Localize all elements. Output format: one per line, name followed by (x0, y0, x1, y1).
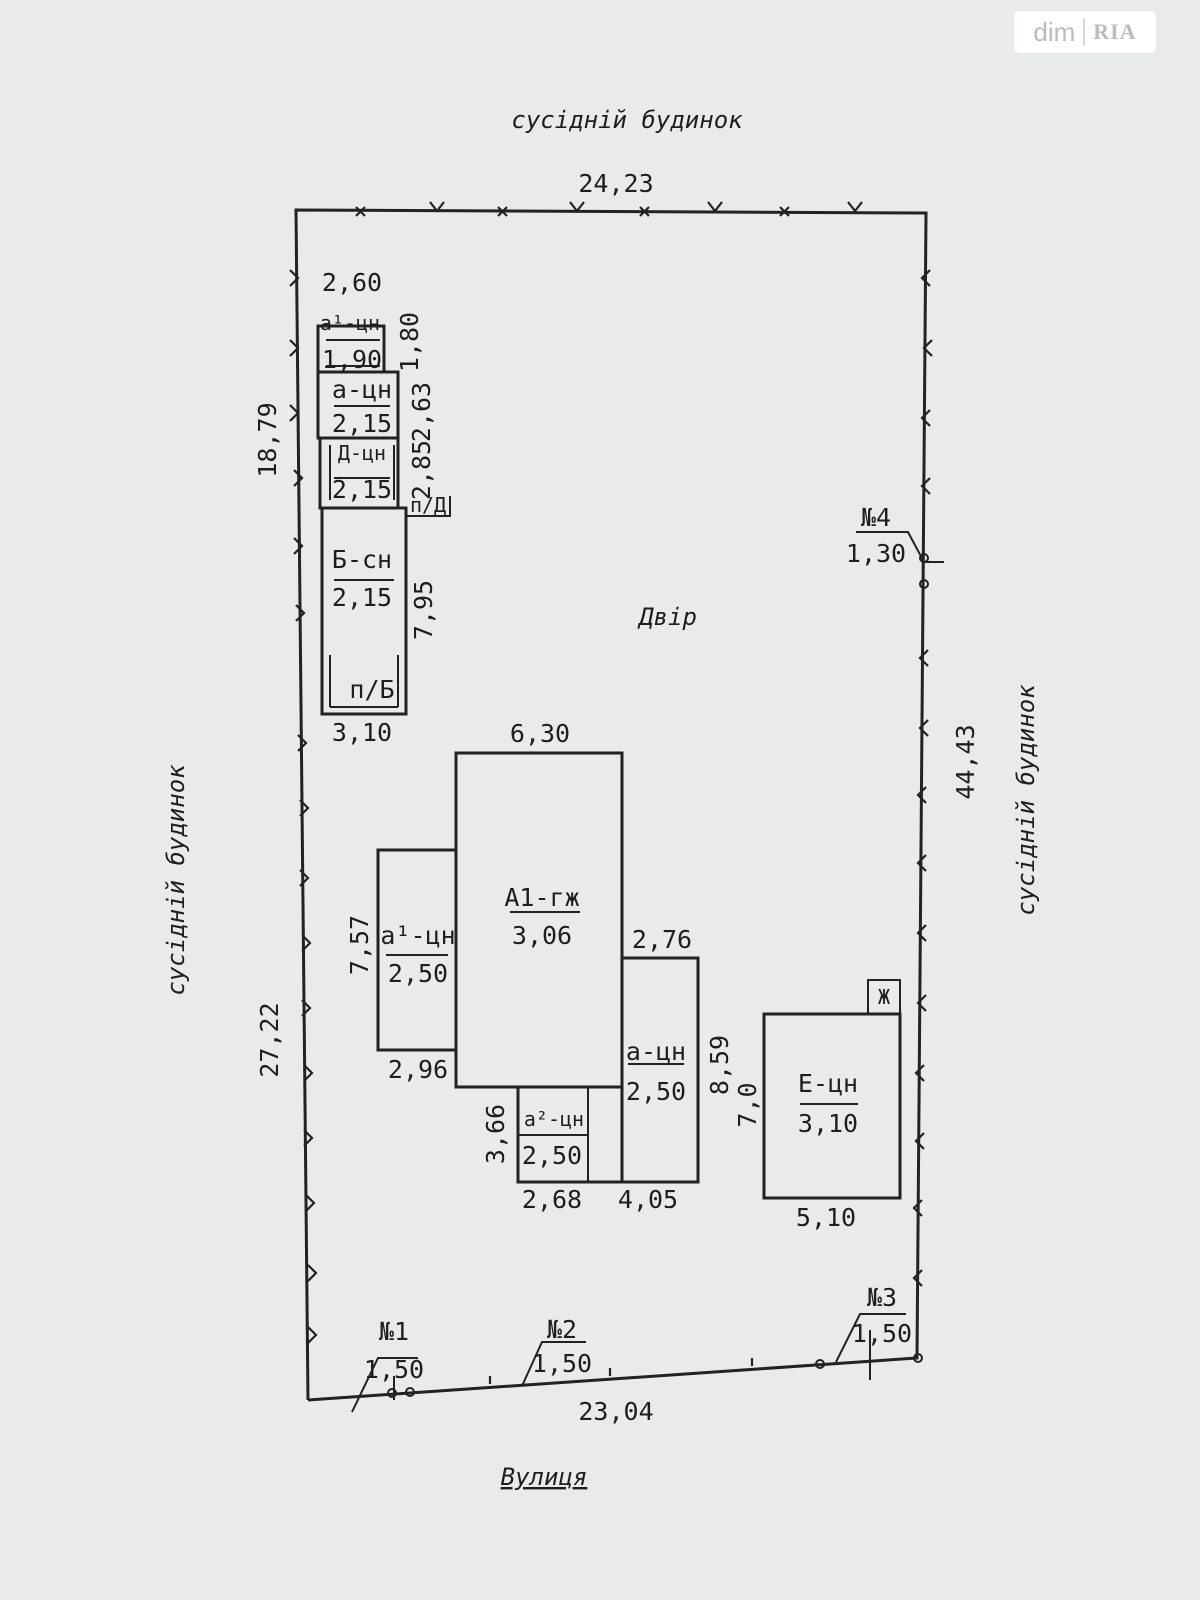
outbuildings-column (316, 324, 451, 716)
e-name: Е-цн (798, 1069, 858, 1098)
a1-ext-height: 2,50 (388, 959, 448, 988)
a-ext-name: а-цн (626, 1037, 686, 1066)
a1-small-depth: 1,80 (395, 312, 424, 372)
plot-left-lower-dim: 27,22 (255, 1002, 284, 1077)
plot-right-dim: 44,43 (951, 724, 980, 799)
a1-ext-width: 2,96 (388, 1055, 448, 1084)
gate-4-height: 1,30 (846, 539, 906, 568)
d-small-pit: п/Д (410, 493, 446, 517)
main-house (376, 751, 700, 1184)
fraction-bars (334, 405, 394, 581)
gate-2-height: 1,50 (532, 1349, 592, 1378)
a1-small-name: a¹-цн (320, 311, 380, 335)
e-width: 5,10 (796, 1203, 856, 1232)
a-ext-depth: 8,59 (705, 1035, 734, 1095)
a1-ext-depth: 7,57 (345, 915, 374, 975)
e-height: 3,10 (798, 1109, 858, 1138)
d-small-name: Д-цн (338, 441, 386, 465)
watermark-brand: dim (1033, 16, 1076, 47)
plot-boundary (294, 208, 928, 1402)
gate-3-height: 1,50 (852, 1319, 912, 1348)
e-well: Ж (878, 985, 890, 1009)
a-ext-width-top: 2,76 (632, 925, 692, 954)
dim-ria-watermark: dim RIA (1014, 11, 1156, 53)
neighbor-top-label: сусідній будинок (511, 106, 743, 134)
b-pit: п/Б (349, 675, 394, 704)
b-height: 2,15 (332, 583, 392, 612)
plot-top-dim: 24,23 (578, 169, 653, 198)
gate-3-num: №3 (867, 1283, 897, 1312)
building-e (762, 979, 902, 1200)
a2-ext-width: 2,68 (522, 1185, 582, 1214)
a1-main-width: 6,30 (510, 719, 570, 748)
b-depth: 7,95 (409, 580, 438, 640)
gate-2-symbol (521, 1341, 586, 1387)
watermark-sub: RIA (1093, 19, 1137, 44)
gate-1-num: №1 (379, 1317, 409, 1346)
fence-ticks (289, 201, 933, 1384)
b-width: 3,10 (332, 718, 392, 747)
a2-ext-height: 2,50 (522, 1141, 582, 1170)
a-small-depth: 2,63 (407, 382, 436, 442)
d-small-depth: 2,85 (407, 440, 436, 500)
watermark-separator (1083, 18, 1086, 46)
a1-small-height: 1,90 (322, 345, 382, 374)
a-ext-width-bottom: 4,05 (618, 1185, 678, 1214)
yard-label: Двір (637, 603, 697, 631)
a1-main-height: 3,06 (512, 921, 572, 950)
a1-small-width: 2,60 (322, 268, 382, 297)
gate-2-num: №2 (547, 1315, 577, 1344)
a1-ext-name: а¹-цн (380, 921, 455, 950)
a2-ext-name: а²-цн (524, 1107, 584, 1131)
gate-1-height: 1,50 (364, 1355, 424, 1384)
neighbor-left-label: сусідній будинок (162, 764, 190, 996)
gate-4-symbol (856, 531, 944, 589)
a1-main-name: А1-гж (504, 883, 579, 912)
a-ext-height: 2,50 (626, 1077, 686, 1106)
e-depth: 7,0 (733, 1082, 762, 1127)
neighbor-right-label: сусідній будинок (1012, 684, 1040, 916)
plot-bottom-dim: 23,04 (578, 1397, 653, 1426)
gate-3-symbol (815, 1313, 923, 1380)
gate-1-symbol (351, 1357, 418, 1413)
d-small-height: 2,15 (332, 475, 392, 504)
plot-left-upper-dim: 18,79 (253, 402, 282, 477)
a2-ext-depth: 3,66 (481, 1104, 510, 1164)
street-label: Вулиця (501, 1463, 588, 1491)
gate-4-num: №4 (861, 503, 891, 532)
a-small-height: 2,15 (332, 409, 392, 438)
b-name: Б-сн (332, 545, 392, 574)
a-small-name: а-цн (332, 375, 392, 404)
